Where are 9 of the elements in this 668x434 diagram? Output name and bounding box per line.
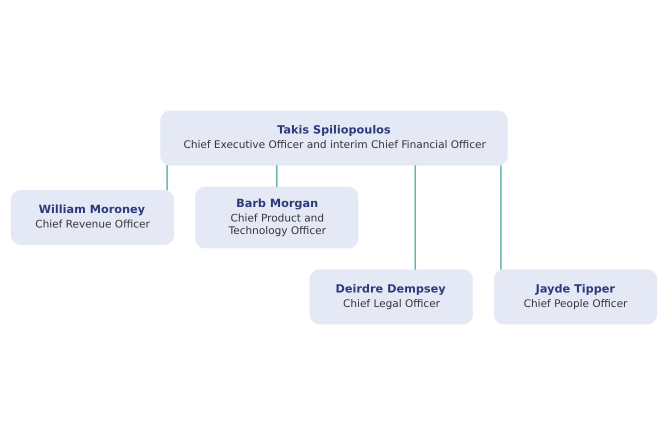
node-box: Takis Spiliopoulos Chief Executive Officer and interim Chief Financial Officer <box>160 110 508 166</box>
node-box: Deirdre Dempsey Chief Legal Officer <box>310 268 473 324</box>
connector <box>166 164 168 190</box>
connector <box>276 164 278 186</box>
node-box: William Moroney Chief Revenue Officer <box>10 190 174 244</box>
connector <box>500 164 502 270</box>
node-box: Barb Morgan Chief Product and Technology Officer <box>195 186 358 248</box>
connector <box>414 164 416 270</box>
node-box: Jayde Tipper Chief People Officer <box>494 268 658 324</box>
